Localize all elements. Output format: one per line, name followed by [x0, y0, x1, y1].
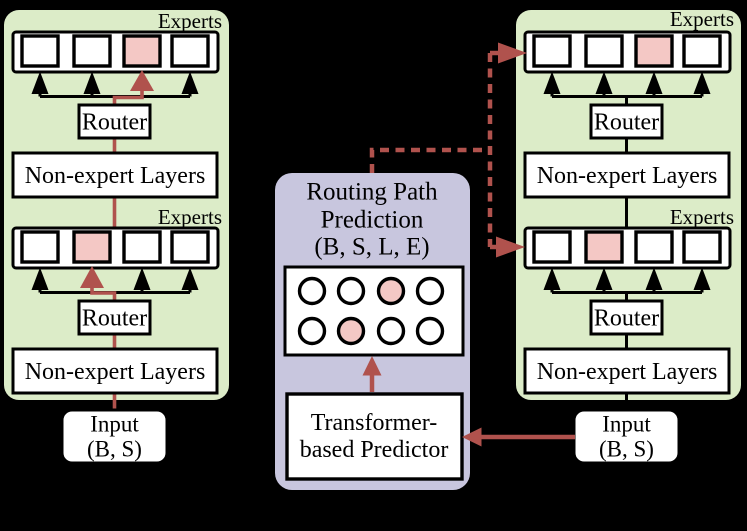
- routing-node: [297, 316, 327, 346]
- input-label-line1: Input: [90, 412, 139, 437]
- non-expert-layers-box: [11, 347, 219, 395]
- input-label-line1: Input: [602, 412, 651, 437]
- expert-box-selected: [634, 34, 674, 68]
- expert-box-selected: [584, 230, 624, 264]
- non-expert-layers-box: [523, 347, 731, 395]
- right-top-moe-layer: Experts Router Non-expert Layers: [523, 7, 734, 199]
- expert-box: [634, 230, 674, 264]
- right-input: Input (B, S): [572, 408, 681, 465]
- router-label: Router: [82, 110, 147, 136]
- router-label: Router: [82, 306, 147, 332]
- router-box: [77, 299, 152, 336]
- prediction-dashed-path: [369, 42, 527, 258]
- non-expert-layers-label: Non-expert Layers: [537, 163, 718, 189]
- expert-box: [122, 230, 162, 264]
- expert-arrowhead-icon: [693, 267, 711, 290]
- expert-box: [532, 230, 572, 264]
- predictor-box: [285, 392, 464, 481]
- predictor-label-line2: based Predictor: [300, 437, 449, 463]
- predictor-panel: Routing Path Prediction (B, S, L, E) Tra…: [275, 173, 470, 490]
- expert-arrowhead-icon: [31, 71, 49, 94]
- right-panel-background: [516, 10, 741, 400]
- predictor-label-line1: Transformer-: [311, 410, 438, 436]
- experts-container: [11, 30, 220, 74]
- left-bottom-moe-layer: Experts Router Non-expert Layers: [11, 205, 222, 395]
- experts-label: Experts: [158, 205, 222, 229]
- expert-box: [682, 34, 722, 68]
- expert-box: [170, 230, 210, 264]
- prediction-title-line1: Routing Path: [306, 179, 438, 206]
- experts-label: Experts: [670, 205, 734, 229]
- non-expert-layers-box: [11, 151, 219, 199]
- prediction-title-line3: (B, S, L, E): [314, 234, 429, 261]
- selected-expert-arrowhead-icon: [80, 266, 104, 288]
- expert-box: [532, 34, 572, 68]
- left-input: Input (B, S): [60, 408, 169, 465]
- routing-node: [336, 276, 366, 306]
- prediction-title-line2: Prediction: [321, 207, 424, 234]
- expert-box-selected: [122, 34, 162, 68]
- selected-route-line: [112, 90, 144, 106]
- up-arrowhead-icon: [362, 356, 382, 376]
- experts-container: [11, 226, 220, 270]
- right-bottom-moe-layer: Experts Router Non-expert Layers: [523, 205, 734, 395]
- expert-box: [170, 34, 210, 68]
- routing-node: [297, 276, 327, 306]
- experts-container: [523, 30, 732, 74]
- router-box: [77, 103, 152, 140]
- non-expert-layers-label: Non-expert Layers: [537, 359, 718, 385]
- expert-arrowhead-icon: [595, 71, 613, 94]
- router-box: [589, 103, 664, 140]
- input-to-predictor-arrow: [462, 427, 575, 447]
- routing-node-selected: [376, 276, 406, 306]
- right-model-panel: Experts Router Non-expert Layers Experts: [516, 7, 741, 465]
- experts-label: Experts: [670, 7, 734, 31]
- expert-box: [682, 230, 722, 264]
- expert-arrowhead-icon: [31, 267, 49, 290]
- experts-container: [523, 226, 732, 270]
- input-label-line2: (B, S): [87, 437, 142, 462]
- router-label: Router: [594, 306, 659, 332]
- expert-arrowhead-icon: [181, 71, 199, 94]
- left-panel-background: [4, 10, 229, 400]
- routing-node: [415, 316, 445, 346]
- expert-box: [72, 34, 112, 68]
- router-label: Router: [594, 110, 659, 136]
- non-expert-layers-label: Non-expert Layers: [25, 359, 206, 385]
- left-model-panel: Experts Router Non-expert Layers Experts: [4, 9, 229, 465]
- router-box: [589, 299, 664, 336]
- expert-arrowhead-icon: [595, 267, 613, 290]
- dashed-path-segment: [369, 147, 490, 173]
- expert-arrowhead-icon: [645, 71, 663, 94]
- expert-box: [20, 230, 60, 264]
- expert-arrowhead-icon: [543, 267, 561, 290]
- experts-label: Experts: [158, 9, 222, 33]
- expert-box: [584, 34, 624, 68]
- input-box: [60, 408, 169, 465]
- non-expert-layers-box: [523, 151, 731, 199]
- non-expert-layers-label: Non-expert Layers: [25, 163, 206, 189]
- routing-node: [415, 276, 445, 306]
- expert-box: [20, 34, 60, 68]
- dashed-arrowhead-bottom-icon: [496, 236, 525, 258]
- expert-arrowhead-icon: [181, 267, 199, 290]
- left-arrowhead-icon: [462, 427, 482, 447]
- left-top-moe-layer: Experts Router Non-expert Layers: [11, 9, 222, 199]
- routing-node-selected: [336, 316, 366, 346]
- dashed-arrowhead-top-icon: [498, 42, 527, 64]
- selected-route-line: [90, 287, 117, 302]
- selected-expert-arrowhead-icon: [130, 70, 154, 91]
- expert-arrowhead-icon: [645, 267, 663, 290]
- input-label-line2: (B, S): [599, 437, 654, 462]
- routing-node: [376, 316, 406, 346]
- expert-arrowhead-icon: [543, 71, 561, 94]
- expert-arrowhead-icon: [133, 267, 151, 290]
- expert-arrowhead-icon: [83, 71, 101, 94]
- expert-box-selected: [72, 230, 112, 264]
- expert-arrowhead-icon: [693, 71, 711, 94]
